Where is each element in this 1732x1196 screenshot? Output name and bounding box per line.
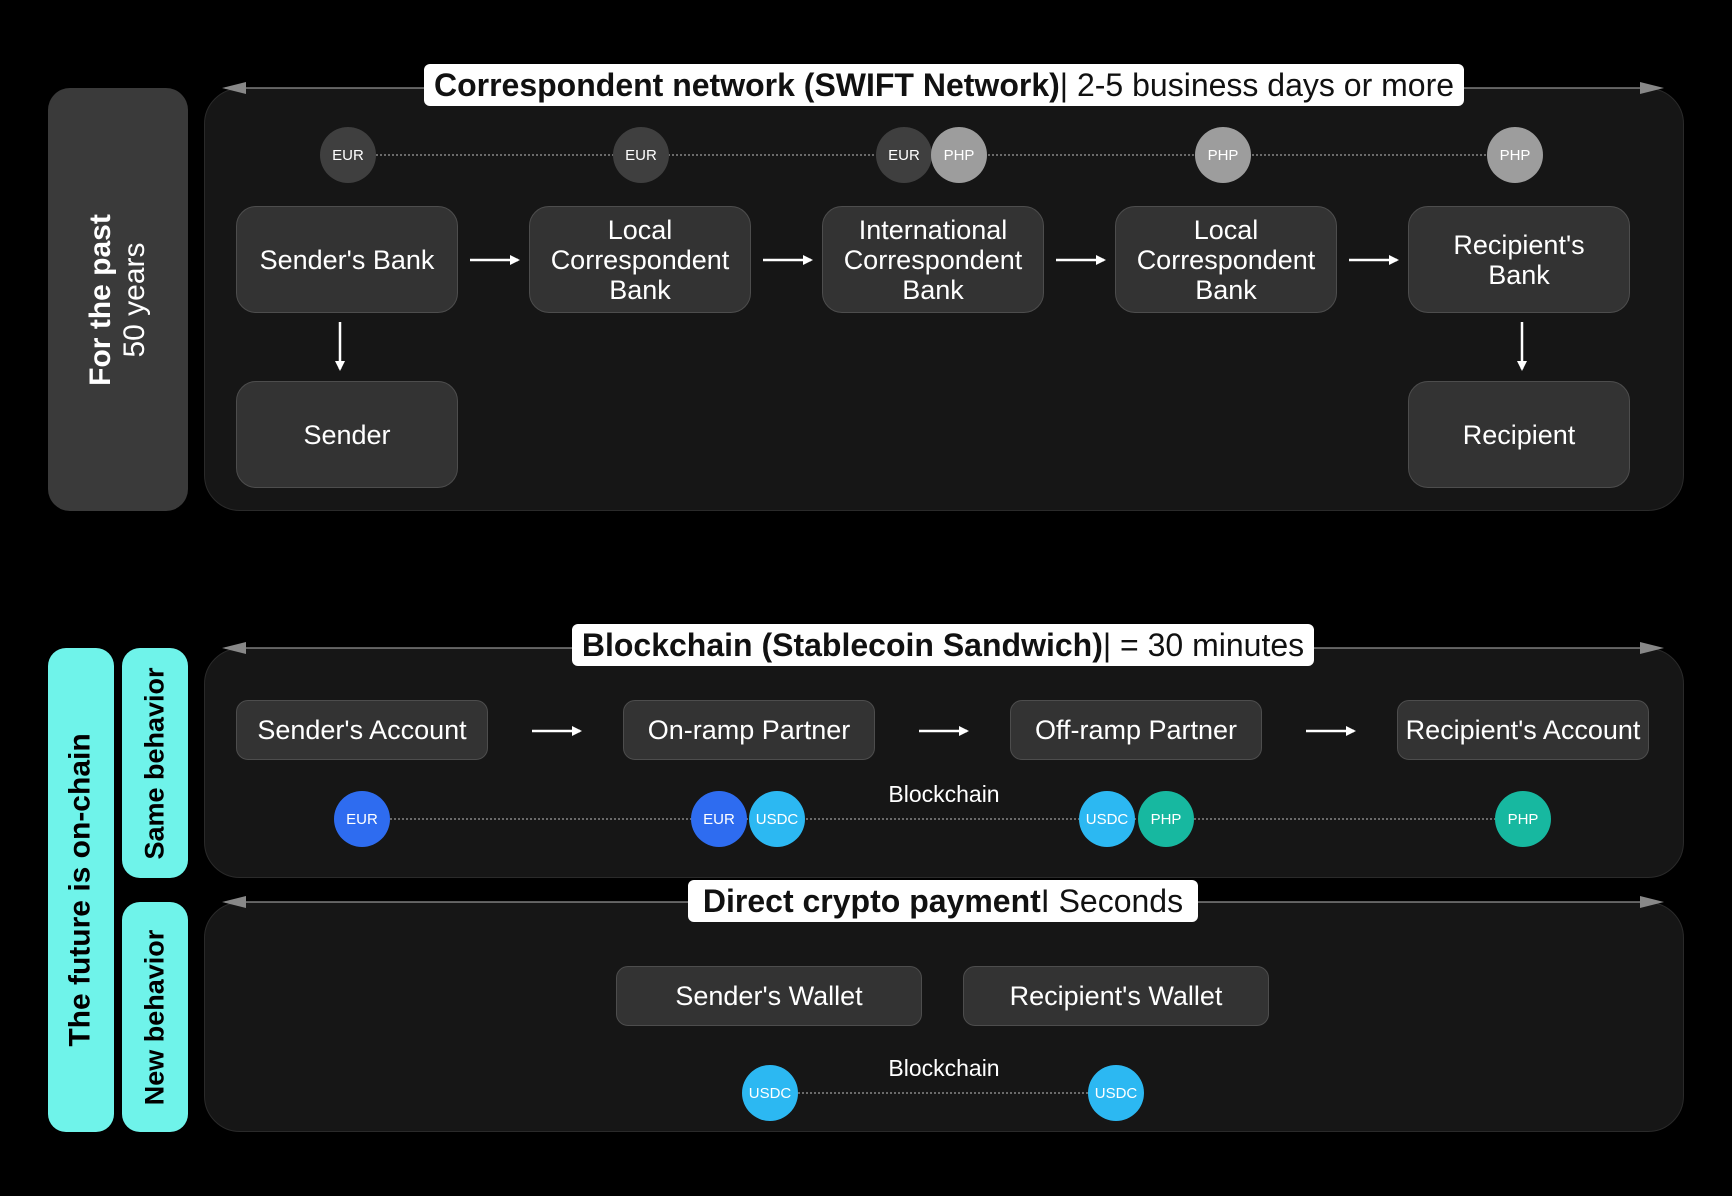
coin-php: PHP (1195, 127, 1251, 183)
sender-node: Sender (236, 381, 458, 488)
coin-eur: EUR (691, 791, 747, 847)
swift-title: Correspondent network (SWIFT Network) | … (424, 64, 1464, 106)
stablecoin-title-bold: Blockchain (Stablecoin Sandwich) (581, 626, 1103, 663)
coin-eur: EUR (334, 791, 390, 847)
coin-php: PHP (931, 127, 987, 183)
swift-title-bold: Correspondent network (SWIFT Network) (433, 66, 1060, 103)
direct-chain-line (770, 1092, 1116, 1094)
coin-usdc: USDC (1079, 791, 1135, 847)
senders-bank-node: Sender's Bank (236, 206, 458, 313)
coin-eur: EUR (613, 127, 669, 183)
coin-eur: EUR (876, 127, 932, 183)
swift-title-rest: | 2-5 business days or more (1059, 66, 1455, 103)
international-correspondent-bank-node: International Correspondent Bank (822, 206, 1044, 313)
senders-wallet-node: Sender's Wallet (616, 966, 922, 1026)
stablecoin-title: Blockchain (Stablecoin Sandwich) | = 30 … (572, 624, 1314, 666)
stablecoin-chain-label: Blockchain (888, 781, 1000, 807)
coin-usdc: USDC (749, 791, 805, 847)
direct-title: Direct crypto payment I Seconds (688, 880, 1198, 922)
past-sidebar: For the past 50 years (48, 88, 188, 511)
on-ramp-partner-node: On-ramp Partner (623, 700, 875, 760)
direct-title-bold: Direct crypto payment (702, 882, 1041, 919)
coin-php: PHP (1138, 791, 1194, 847)
coin-usdc: USDC (1088, 1065, 1144, 1121)
coin-usdc: USDC (742, 1065, 798, 1121)
coin-php: PHP (1487, 127, 1543, 183)
local-correspondent-bank-node: Local Correspondent Bank (529, 206, 751, 313)
senders-account-node: Sender's Account (236, 700, 488, 760)
recipients-bank-node: Recipient's Bank (1408, 206, 1630, 313)
local-correspondent-bank-node-2: Local Correspondent Bank (1115, 206, 1337, 313)
direct-chain-label: Blockchain (888, 1055, 1000, 1081)
stablecoin-chain-line (362, 818, 1524, 820)
coin-php: PHP (1495, 791, 1551, 847)
recipients-account-node: Recipient's Account (1397, 700, 1649, 760)
off-ramp-partner-node: Off-ramp Partner (1010, 700, 1262, 760)
recipients-wallet-node: Recipient's Wallet (963, 966, 1269, 1026)
recipient-node: Recipient (1408, 381, 1630, 488)
direct-title-rest: I Seconds (1040, 882, 1184, 919)
new-behavior-tab: New behavior (122, 902, 188, 1132)
coin-eur: EUR (320, 127, 376, 183)
same-behavior-tab: Same behavior (122, 648, 188, 878)
stablecoin-title-rest: | = 30 minutes (1102, 626, 1305, 663)
future-sidebar: The future is on-chain (48, 648, 114, 1132)
